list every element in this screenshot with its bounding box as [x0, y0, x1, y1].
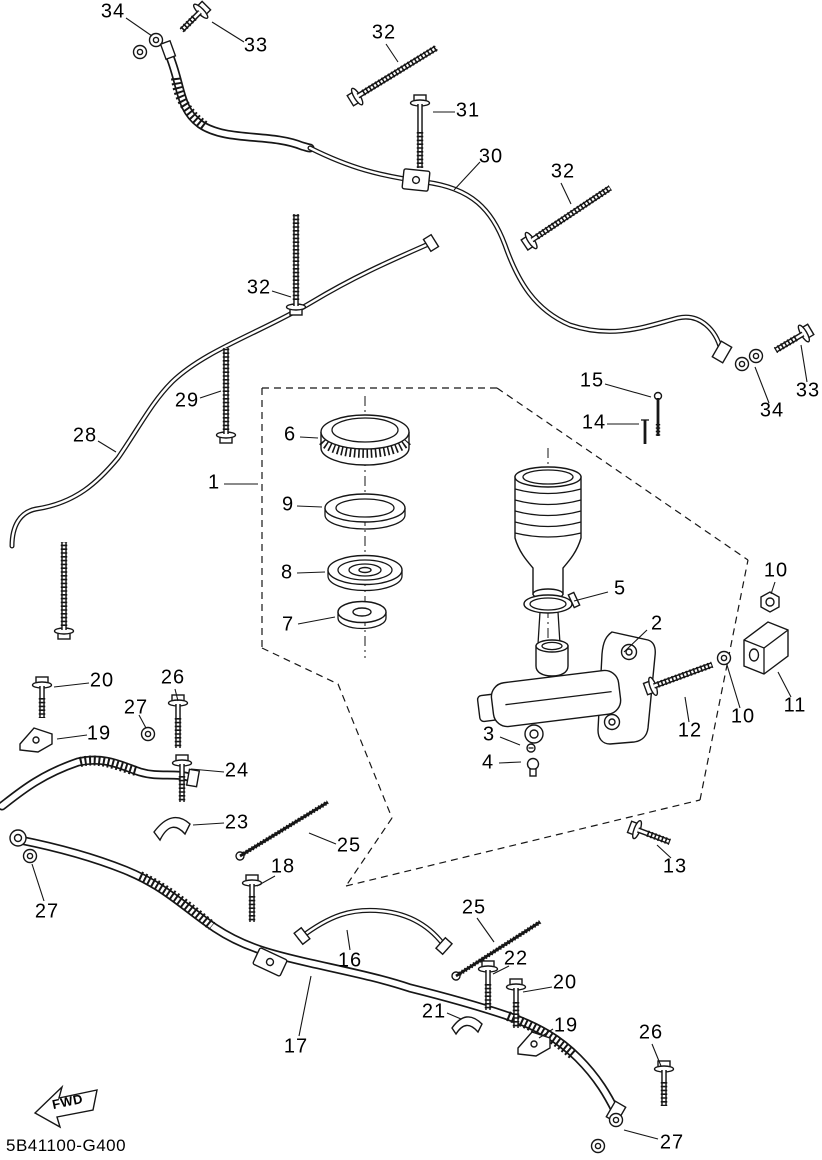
bolt-26-lower [653, 1060, 675, 1106]
connecting-pipe-16 [293, 907, 454, 956]
hose-bracket-19-upper [19, 727, 53, 753]
screw-15 [653, 391, 663, 436]
rear-hose-upper-left [0, 755, 201, 811]
bolt-18 [241, 874, 263, 922]
bolt-13 [626, 819, 671, 846]
brake-hose-top-left [163, 47, 315, 153]
bolt-29-upper [215, 348, 237, 444]
pipe-end-fitting-right [711, 323, 815, 372]
pin-14 [641, 419, 649, 444]
nut-10 [760, 591, 780, 613]
bolt-32-right [520, 185, 613, 251]
leader-lines [31, 17, 808, 1140]
screw-25-lower [451, 920, 542, 981]
diagram-code: 5B41100-G400 [6, 1136, 127, 1155]
bolt-31 [401, 94, 431, 192]
master-cylinder [476, 631, 656, 777]
mount-bolt-12 [642, 650, 732, 697]
bolt-26-upper [167, 694, 189, 748]
cap-plate [324, 493, 406, 530]
mount-bracket-11 [743, 621, 789, 675]
screw-3 [526, 743, 536, 753]
reservoir-cap [319, 414, 411, 466]
seal-ring [337, 600, 387, 630]
valve-4 [526, 757, 540, 777]
rear-hose-long [9, 829, 627, 1124]
screw-25-upper [235, 800, 329, 861]
group-boundary-dashed [261, 387, 749, 887]
reservoir [514, 466, 582, 600]
bolt-20-upper [31, 676, 53, 718]
diaphragm [327, 554, 403, 592]
brake-pipe-upper [307, 145, 724, 353]
bolt-32-middle [285, 214, 307, 316]
pipe-clamp-23 [153, 816, 191, 842]
bolt-32-top [346, 45, 439, 107]
bolt-20-lower [505, 978, 527, 1028]
hose-clamp-5 [523, 591, 581, 645]
banjo-bolt-top [132, 0, 212, 61]
brake-pipe-left [9, 233, 440, 549]
bolt-22 [477, 960, 499, 1010]
fwd-arrow-icon [33, 1084, 98, 1129]
bolt-29-lower [53, 542, 75, 640]
bolt-24 [171, 754, 193, 802]
